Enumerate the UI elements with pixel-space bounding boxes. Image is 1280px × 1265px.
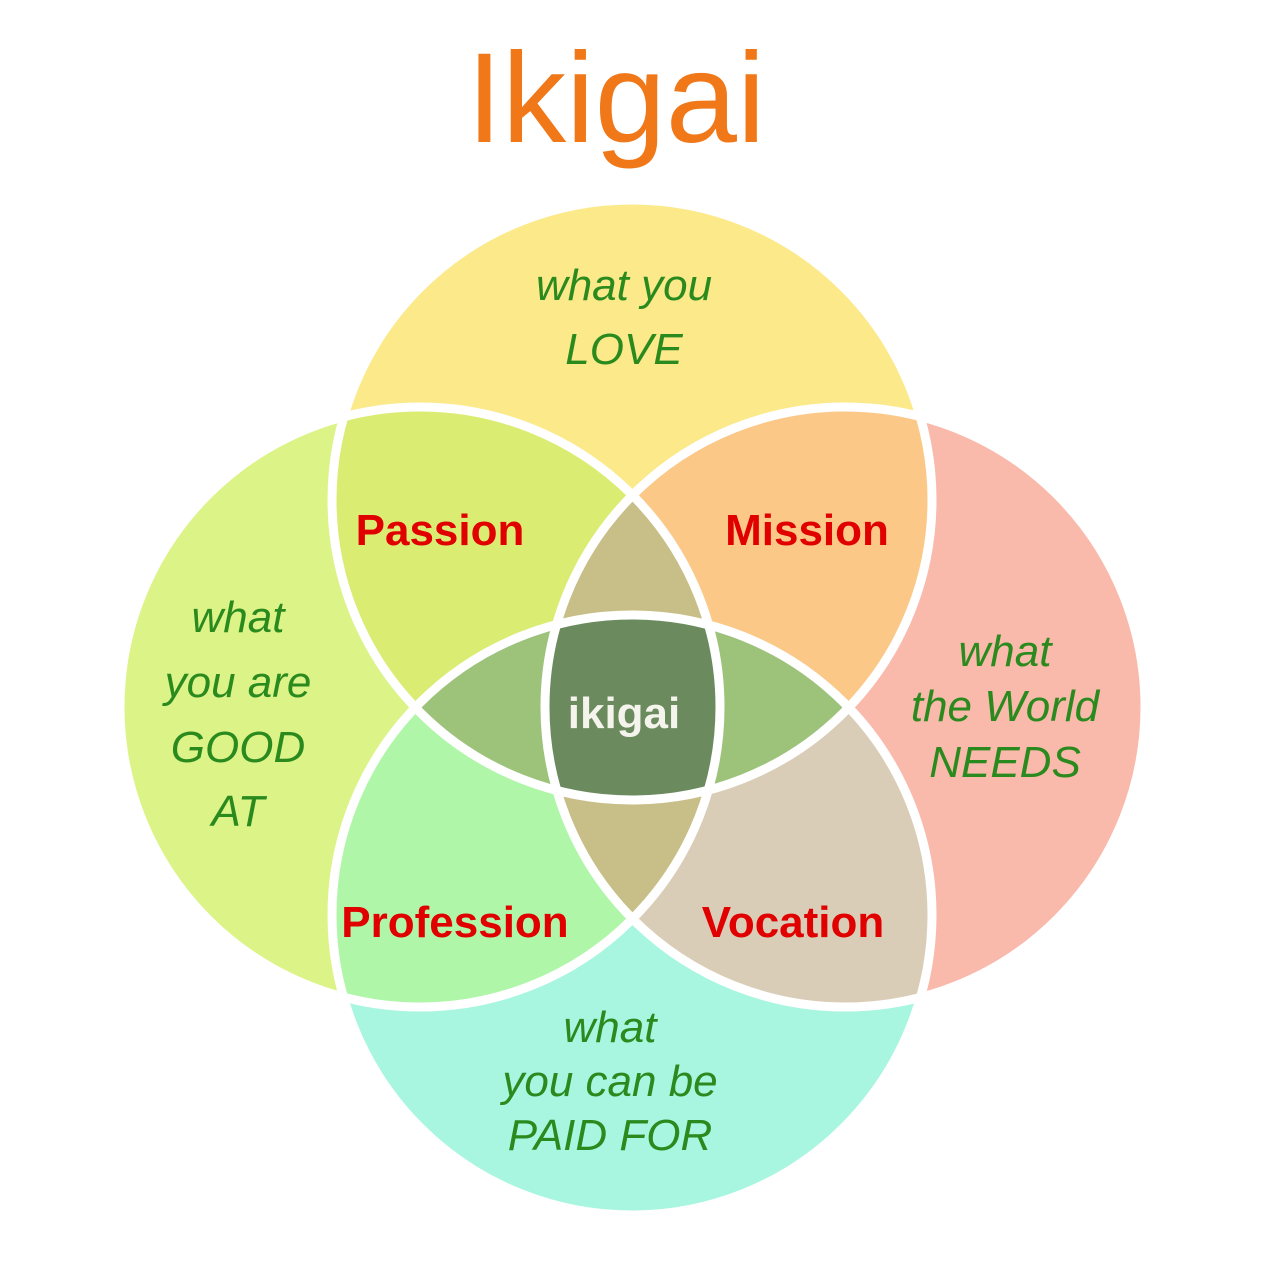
diagram-title: Ikigai (467, 27, 766, 170)
good-at-line: AT (209, 787, 268, 836)
good-at-line: what (192, 593, 287, 642)
paid-for-line: what (564, 1003, 659, 1052)
circle-outlines (115, 195, 1150, 1220)
label-vocation: Vocation (702, 898, 885, 947)
label-good-at: what you are GOOD AT (162, 593, 312, 836)
paid-for-line: PAID FOR (508, 1111, 713, 1160)
good-at-line: GOOD (171, 723, 305, 772)
good-at-line: you are (162, 658, 312, 707)
label-world-needs: what the World NEEDS (911, 627, 1101, 787)
label-profession: Profession (341, 898, 568, 947)
love-line: what you (536, 261, 712, 310)
world-needs-line: NEEDS (929, 738, 1081, 787)
label-ikigai-center: ikigai (568, 689, 681, 738)
love-line: LOVE (565, 325, 683, 374)
label-paid-for: what you can be PAID FOR (499, 1003, 717, 1160)
label-mission: Mission (725, 506, 889, 555)
paid-for-line: you can be (499, 1057, 717, 1106)
world-needs-line: the World (911, 682, 1101, 731)
label-love: what you LOVE (536, 261, 712, 374)
label-passion: Passion (356, 506, 525, 555)
world-needs-line: what (959, 627, 1054, 676)
